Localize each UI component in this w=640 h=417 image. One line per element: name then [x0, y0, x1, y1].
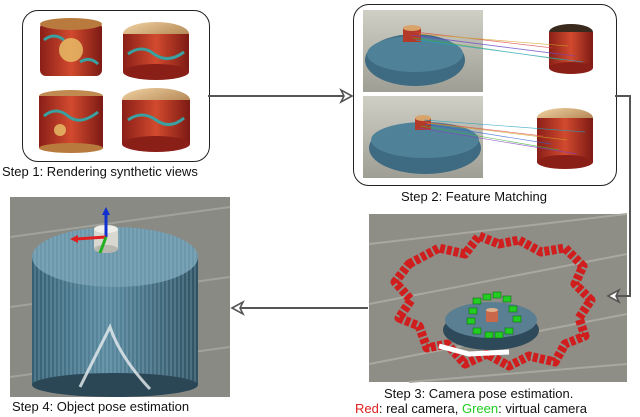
camera-pose-image — [368, 213, 628, 383]
step1-caption: Step 1: Rendering synthetic views — [2, 164, 198, 179]
object-pose-image — [9, 197, 231, 397]
legend-red-label: Red — [355, 401, 379, 416]
match-pair-bottom — [363, 96, 607, 178]
step4-caption: Step 4: Object pose estimation — [12, 399, 190, 414]
view-top — [123, 22, 189, 80]
legend-green-label: Green — [461, 401, 499, 416]
legend-green-desc: : virtual camera — [498, 401, 587, 416]
match-pair-top — [363, 10, 607, 92]
virtual-camera-cluster — [466, 291, 522, 339]
arrow-head-3 — [230, 300, 245, 316]
feature-matching-image — [363, 10, 607, 178]
arrow-head-2 — [606, 288, 621, 304]
step2-caption: Step 2: Feature Matching — [401, 189, 547, 204]
synthetic-views-image — [39, 18, 190, 153]
view-angled — [122, 88, 190, 152]
arrow-step2-to-step3 — [615, 95, 631, 297]
pose-axes-icon — [70, 207, 110, 254]
view-front — [40, 18, 102, 76]
legend-red-desc: : real camera, — [378, 401, 462, 416]
arrow-head-1 — [339, 88, 354, 104]
camera-legend: Red: real camera, Green: virtual camera — [355, 401, 587, 417]
view-side — [39, 90, 103, 153]
real-camera-trajectory — [390, 231, 596, 371]
step3-caption: Step 3: Camera pose estimation. — [384, 386, 574, 401]
